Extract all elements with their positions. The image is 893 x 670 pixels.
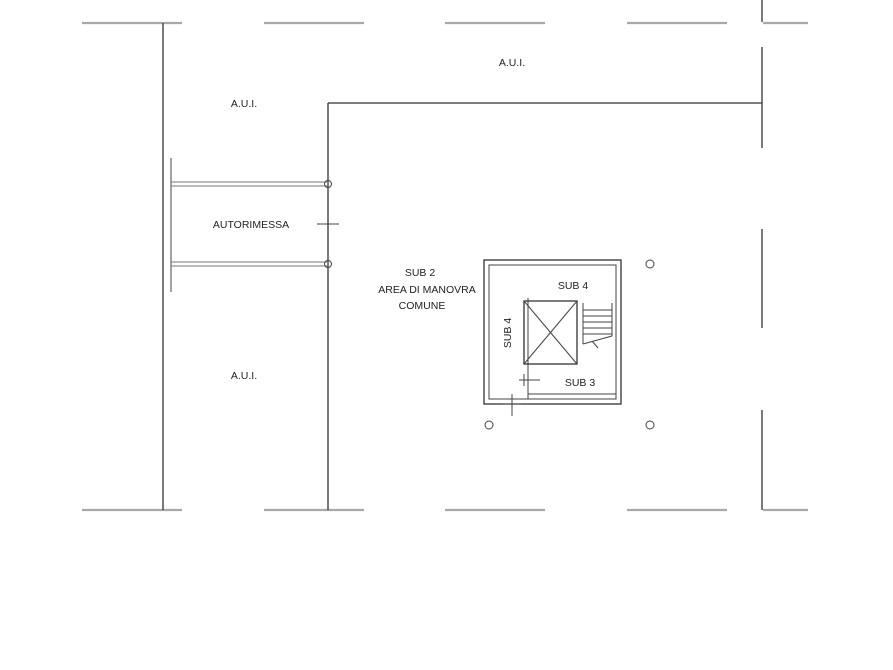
label-aui-top: A.U.I.: [499, 57, 525, 69]
label-sub4-top: SUB 4: [558, 280, 589, 292]
label-sub2-line1: SUB 2: [405, 267, 436, 279]
label-sub4-side: SUB 4: [502, 318, 514, 349]
label-aui-left-bottom: A.U.I.: [231, 370, 257, 382]
autorimessa-room: [170, 158, 339, 292]
column: [484, 420, 494, 430]
column: [645, 259, 655, 269]
stair-core: [483, 259, 622, 416]
label-sub3: SUB 3: [565, 377, 596, 389]
column: [645, 420, 655, 430]
lift-shaft: [523, 300, 578, 365]
label-sub2-line2: AREA DI MANOVRA: [378, 284, 475, 296]
stair-treads: [582, 303, 613, 349]
label-aui-left-top: A.U.I.: [231, 98, 257, 110]
label-sub2-line3: COMUNE: [399, 300, 446, 312]
columns: [484, 259, 655, 430]
labels: A.U.I. A.U.I. A.U.I. AUTORIMESSA SUB 2 A…: [213, 57, 595, 389]
walls: [162, 0, 763, 510]
boundary-lines: [82, 21, 808, 512]
label-autorimessa: AUTORIMESSA: [213, 219, 289, 231]
